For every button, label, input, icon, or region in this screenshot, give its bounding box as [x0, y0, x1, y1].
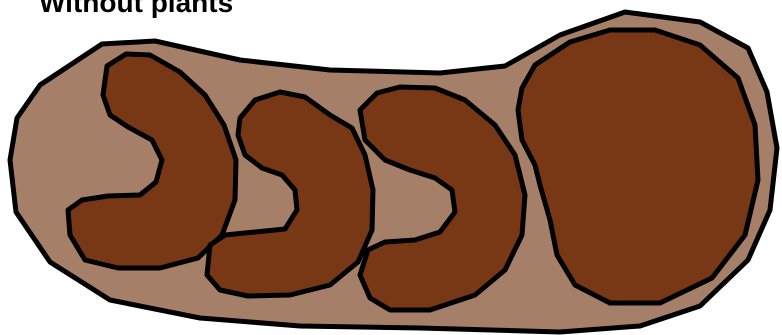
- diagram-svg: [0, 0, 782, 335]
- diagram-canvas: Without plants: [0, 0, 782, 335]
